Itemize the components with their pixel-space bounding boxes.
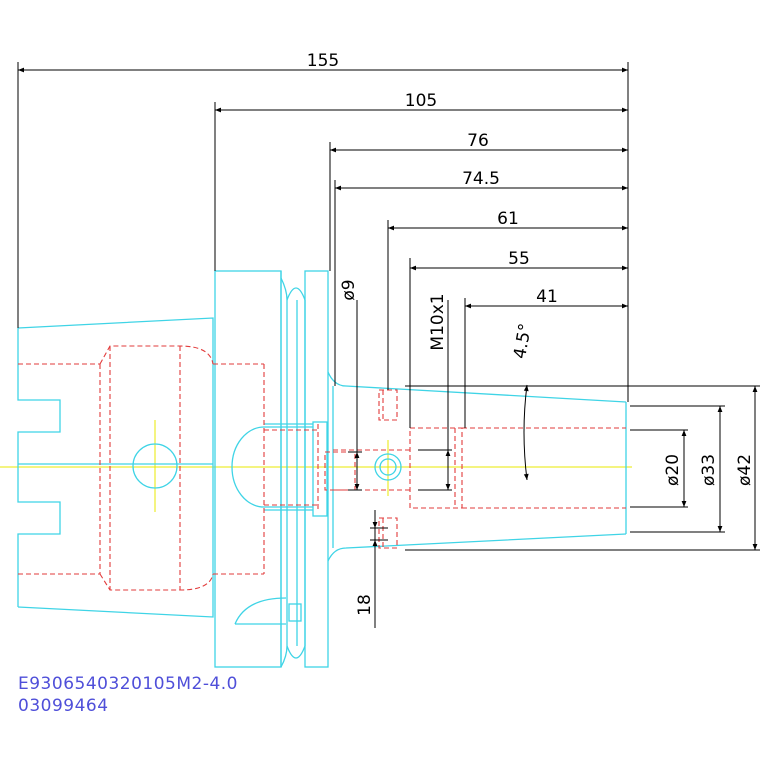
dim-d20-label: ø20	[663, 454, 683, 486]
dimension-labels: 155 105 76 74.5 61 55 41 ø9 M10x1 18 ø20…	[307, 51, 755, 616]
center-lines	[0, 420, 632, 512]
hidden-lines	[18, 345, 626, 591]
dimension-lines	[17, 62, 760, 628]
dim-61-label: 61	[497, 209, 519, 229]
dim-105-label: 105	[405, 91, 437, 111]
dim-18-label: 18	[355, 594, 375, 616]
dim-155-label: 155	[307, 51, 339, 71]
dim-d9-label: ø9	[339, 279, 359, 300]
dim-74-5-label: 74.5	[462, 169, 500, 189]
serial-number: 03099464	[18, 696, 109, 716]
dim-d33-label: ø33	[699, 454, 719, 486]
dim-76-label: 76	[467, 131, 489, 151]
dim-55-label: 55	[508, 249, 530, 269]
angle-label: 4.5°	[510, 322, 536, 360]
dim-m10-label: M10x1	[428, 293, 448, 350]
dim-d42-label: ø42	[735, 454, 755, 486]
part-code: E9306540320105M2-4.0	[18, 674, 239, 694]
dim-41-label: 41	[536, 287, 558, 307]
tool-outline	[17, 270, 627, 668]
